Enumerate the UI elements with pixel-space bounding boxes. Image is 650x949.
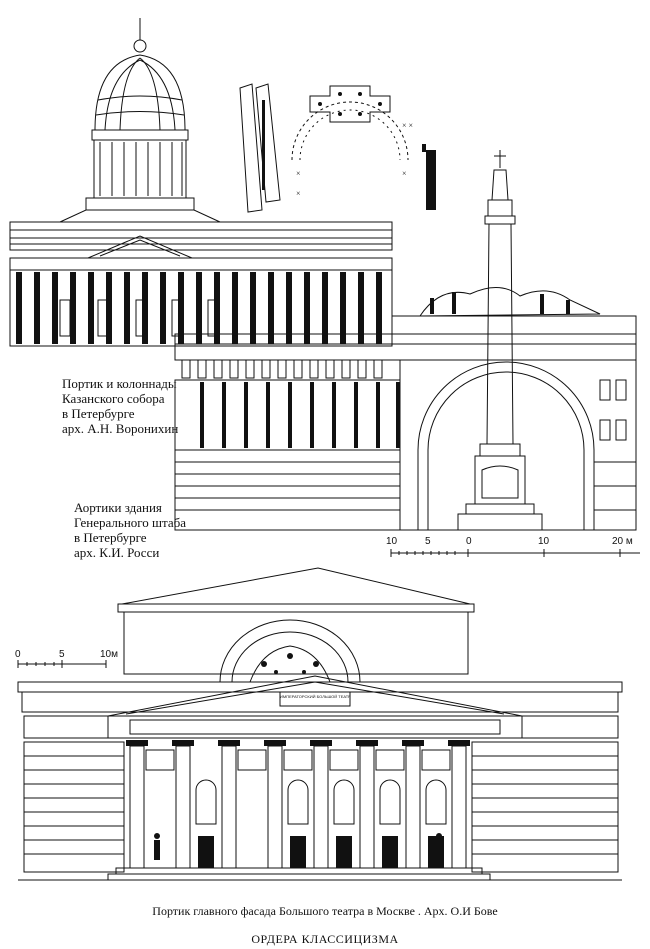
kazan-caption-line: в Петербурге	[62, 406, 135, 421]
bolshoi-scale-label: 5	[59, 649, 65, 660]
staff-scale-label: 20 м	[612, 536, 633, 547]
bolshoi-scale-label: 0	[15, 649, 21, 660]
page-title: ОРДЕРА КЛАССИЦИЗМА	[251, 932, 399, 946]
bolshoi-scale-bar	[17, 660, 107, 668]
staff-caption-line: Генерального штаба	[74, 515, 187, 530]
bolshoi-caption: Портик главного фасада Большого театра в…	[152, 904, 498, 918]
kazan-caption-line: Казанского собора	[62, 391, 165, 406]
svg-text:×: ×	[296, 189, 301, 198]
bolshoi-theatre-drawing	[17, 567, 623, 881]
svg-text:× ×: × ×	[402, 121, 413, 130]
kazan-cathedral-drawing	[9, 18, 393, 347]
alexander-column	[457, 150, 543, 531]
kazan-caption-line: арх. А.Н. Воронихин	[62, 421, 179, 436]
kazan-cathedral-plan: × × × × ×	[239, 83, 436, 213]
staff-scale-label: 10	[386, 536, 398, 547]
general-staff-drawing	[174, 150, 637, 531]
staff-caption-line: Аортики здания	[74, 500, 162, 515]
svg-text:×: ×	[296, 169, 301, 178]
staff-scale-label: 0	[466, 536, 472, 547]
staff-caption-line: арх. К.И. Росси	[74, 545, 160, 560]
svg-text:×: ×	[402, 169, 407, 178]
kazan-caption: Портик и колоннады Казанского собора в П…	[62, 376, 178, 436]
staff-caption: Аортики здания Генерального штаба в Пете…	[74, 500, 186, 560]
staff-caption-line: в Петербурге	[74, 530, 147, 545]
kazan-caption-line: Портик и колоннады	[62, 376, 177, 391]
staff-scale-label: 5	[425, 536, 431, 547]
bolshoi-scale-label: 10м	[100, 649, 118, 660]
staff-scale-label: 10	[538, 536, 550, 547]
general-staff-scale-bar	[390, 549, 640, 557]
frieze-inscription: ИМПЕРАТОРСКИЙ БОЛЬШОЙ ТЕАТР	[280, 694, 350, 699]
